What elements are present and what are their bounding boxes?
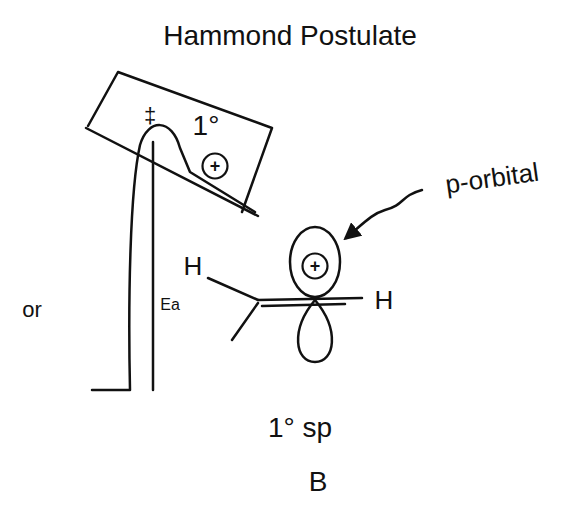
note-text: or [22, 299, 42, 321]
section-letter: B [309, 468, 328, 496]
atom-label: H [375, 287, 394, 313]
circle-outline [203, 154, 228, 179]
bond [232, 303, 258, 340]
circle-outline [303, 254, 328, 279]
atom-label: H [184, 253, 203, 279]
charge-circle: + [301, 252, 329, 280]
charge-circle: + [201, 152, 229, 180]
double-dagger: ‡ [144, 105, 156, 127]
energy-label: Ea [160, 297, 180, 313]
pointer-arrow [346, 190, 422, 238]
degree-label: 1° [193, 112, 220, 140]
orbital-lobe [290, 227, 340, 297]
energy-curve [92, 125, 255, 390]
activation-energy-line [152, 142, 155, 390]
charge-sign: + [310, 257, 321, 275]
orbital-label: p-orbital [444, 159, 541, 198]
hybridization-label: 1° sp [268, 414, 332, 442]
charge-sign: + [210, 157, 221, 175]
double-bond [262, 304, 345, 306]
bond [208, 278, 258, 300]
double-bond [258, 298, 362, 300]
orbital-lobe [298, 300, 332, 362]
title: Hammond Postulate [163, 22, 417, 50]
bracket-base [86, 128, 258, 216]
